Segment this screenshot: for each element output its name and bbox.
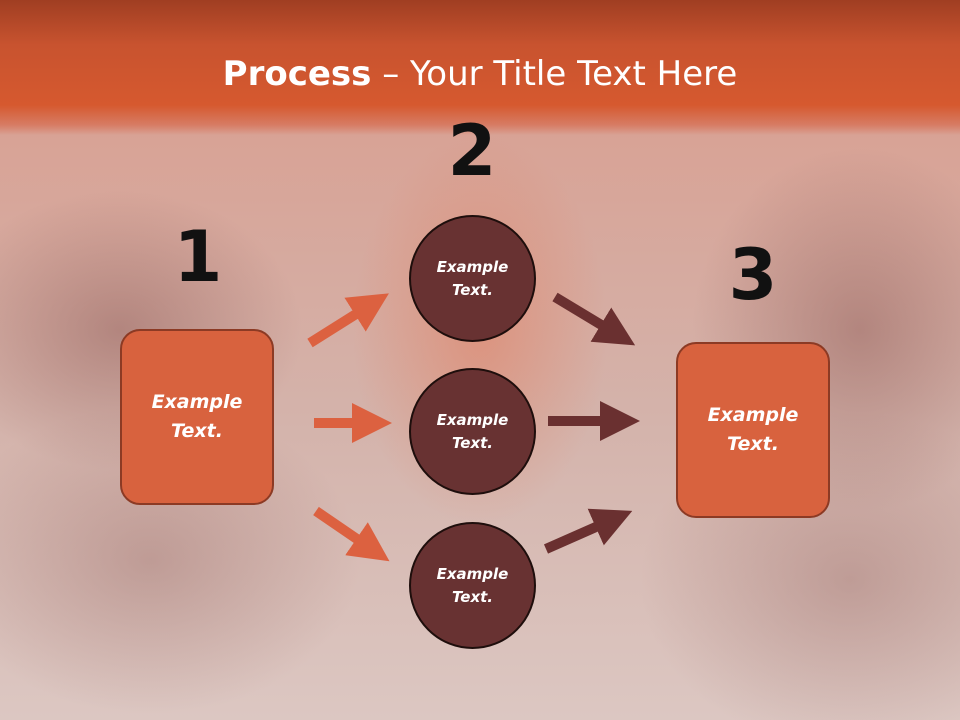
arrow-from-circle-3 [543,508,633,554]
circle-2-label-line1: Example [436,410,509,429]
step-number-2: 2 [447,110,497,192]
circle-3-label-line1: Example [436,564,509,583]
slide-title: Process – Your Title Text Here [0,52,960,96]
step-2-circle-2[interactable]: Example Text. [409,368,536,495]
title-bold: Process [222,54,372,94]
circle-1-label-line1: Example [436,257,509,276]
arrow-to-circle-3 [313,506,390,562]
step-number-3: 3 [728,234,778,316]
arrow-from-circle-1 [552,292,636,346]
title-bar [0,0,960,135]
step-2-circle-1[interactable]: Example Text. [409,215,536,342]
step-3-label-line2: Text. [727,433,779,455]
step-3-label-line1: Example [707,404,799,426]
step-2-circle-3[interactable]: Example Text. [409,522,536,649]
title-separator: – [371,54,411,94]
step-3-box[interactable]: Example Text. [676,342,830,518]
title-rest: Your Title Text Here [410,54,738,94]
step-1-label-line2: Text. [171,420,223,442]
circle-2-label-line2: Text. [451,433,493,452]
step-1-label-line1: Example [151,391,243,413]
step-1-box[interactable]: Example Text. [120,329,274,505]
circle-3-label-line2: Text. [451,587,493,606]
arrow-to-circle-1 [307,293,389,348]
step-number-1: 1 [173,216,223,298]
circle-1-label-line2: Text. [451,280,493,299]
